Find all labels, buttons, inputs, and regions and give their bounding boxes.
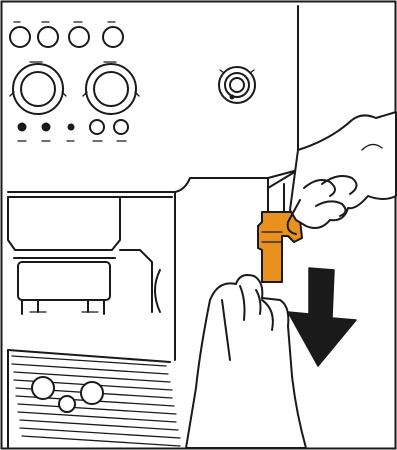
brew-group (8, 197, 160, 314)
steam-knob-icon (219, 67, 255, 103)
button-icon (114, 120, 128, 134)
button-icon (38, 27, 58, 47)
steam-nozzle-icon (258, 212, 302, 282)
indicator-light-icon (18, 123, 27, 132)
indicator-light-icon (42, 123, 51, 132)
indicator-row (18, 120, 129, 141)
hand-icon (288, 112, 396, 234)
right-knob (83, 62, 139, 114)
left-knob (10, 62, 66, 114)
button-icon (69, 27, 89, 47)
hand-icon (186, 275, 306, 448)
drip-tray-icon (8, 350, 180, 448)
down-arrow-icon (288, 268, 356, 366)
top-button-row (10, 22, 123, 47)
button-icon (103, 27, 123, 47)
button-icon (90, 120, 104, 134)
indicator-light-icon (68, 124, 75, 131)
button-icon (10, 27, 30, 47)
